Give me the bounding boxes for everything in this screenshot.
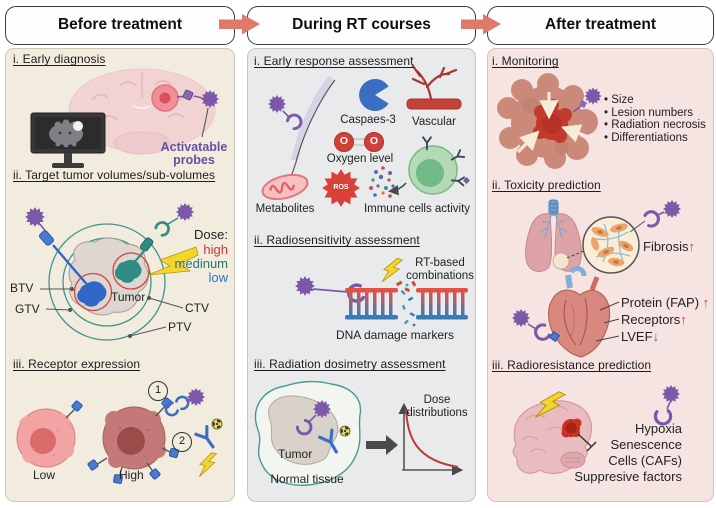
tumor-label: Tumor — [111, 290, 146, 304]
bullet-differentiations: Differentiations — [604, 132, 706, 145]
heading-target-volumes: ii. Target tumor volumes/sub-volumes — [13, 168, 216, 182]
bullet-radiation-necrosis: Radiation necrosis — [604, 119, 706, 132]
gtv-label: GTV — [15, 302, 40, 316]
fibrosis-label: Fibrosis↑ — [643, 239, 696, 255]
heading-radiosensitivity: ii. Radiosensitivity assessment — [254, 233, 420, 247]
rt-combinations-label: RT-based combinations — [406, 257, 474, 282]
lvef-down-arrow: ↓ — [652, 329, 660, 344]
receptors-up-arrow: ↑ — [680, 312, 687, 327]
radioresistance-factors: Hypoxia Senescence Cells (CAFs) Suppresi… — [560, 421, 682, 485]
high-label: High — [119, 468, 144, 482]
dose-low-label: low — [208, 270, 228, 285]
senescence-label: Senescence — [610, 437, 682, 452]
activatable-probes-label: Activatable probes — [160, 140, 228, 167]
tumor-label: Tumor — [278, 447, 313, 461]
receptors-label: Receptors↑ — [621, 312, 687, 328]
heading-monitoring: i. Monitoring — [492, 54, 559, 68]
protein-up-arrow: ↑ — [702, 295, 710, 310]
fibrosis-up-arrow: ↑ — [688, 239, 696, 254]
immune-activity-label: Immune cells activity — [363, 203, 471, 215]
bullet-size: Size — [604, 94, 706, 107]
ctv-label: CTV — [185, 301, 209, 315]
vascular-label: Vascular — [412, 116, 456, 128]
btv-label: BTV — [10, 281, 34, 295]
title-after: After treatment — [544, 16, 657, 33]
header-during-rt: During RT courses — [247, 6, 476, 45]
bullet-lesion-numbers: Lesion numbers — [604, 107, 706, 120]
fibrosis-text: Fibrosis — [643, 239, 689, 254]
dose-distributions-label: Dose distributions — [406, 394, 468, 419]
dna-damage-label: DNA damage markers — [335, 328, 455, 342]
oxygen-level-label: Oxygen level — [326, 153, 394, 165]
ptv-label: PTV — [168, 320, 192, 334]
monitoring-bullets: Size Lesion numbers Radiation necrosis D… — [604, 94, 706, 144]
oxygen-o-right: O — [369, 135, 379, 147]
protein-text: Protein (FAP) — [621, 295, 700, 310]
dose-title: Dose: — [194, 227, 228, 242]
cafs-label: Cells (CAFs) — [608, 453, 682, 468]
caspase-label: Caspaes-3 — [340, 114, 396, 126]
ros-label: ROS — [333, 184, 349, 191]
suppressive-factors-label: Suppresive factors — [574, 469, 682, 484]
heading-radioresistance: iii. Radioresistance prediction — [492, 358, 652, 372]
heading-dosimetry: iii. Radiation dosimetry assessment — [254, 357, 446, 371]
heading-toxicity: ii. Toxicity prediction — [492, 178, 601, 192]
lvef-label: LVEF↓ — [621, 329, 660, 345]
normal-tissue-label: Normal tissue — [270, 472, 344, 486]
heading-early-diagnosis: i. Early diagnosis — [13, 52, 106, 66]
oxygen-o-left: O — [339, 135, 349, 147]
heading-receptor-expression: iii. Receptor expression — [13, 357, 141, 371]
hypoxia-label: Hypoxia — [635, 421, 682, 436]
title-during: During RT courses — [292, 16, 431, 33]
header-before-treatment: Before treatment — [5, 6, 235, 45]
low-label: Low — [33, 468, 56, 482]
title-before: Before treatment — [57, 16, 183, 33]
header-after-treatment: After treatment — [487, 6, 714, 45]
circled-number-1: 1 — [148, 381, 168, 401]
protein-fap-label: Protein (FAP) ↑ — [621, 295, 710, 311]
circled-number-2: 2 — [172, 432, 192, 452]
lvef-text: LVEF — [621, 329, 653, 344]
metabolites-label: Metabolites — [255, 203, 315, 215]
dose-high-label: high — [203, 242, 228, 257]
receptors-text: Receptors — [621, 312, 681, 327]
heading-early-response: i. Early response assessment — [254, 54, 414, 68]
